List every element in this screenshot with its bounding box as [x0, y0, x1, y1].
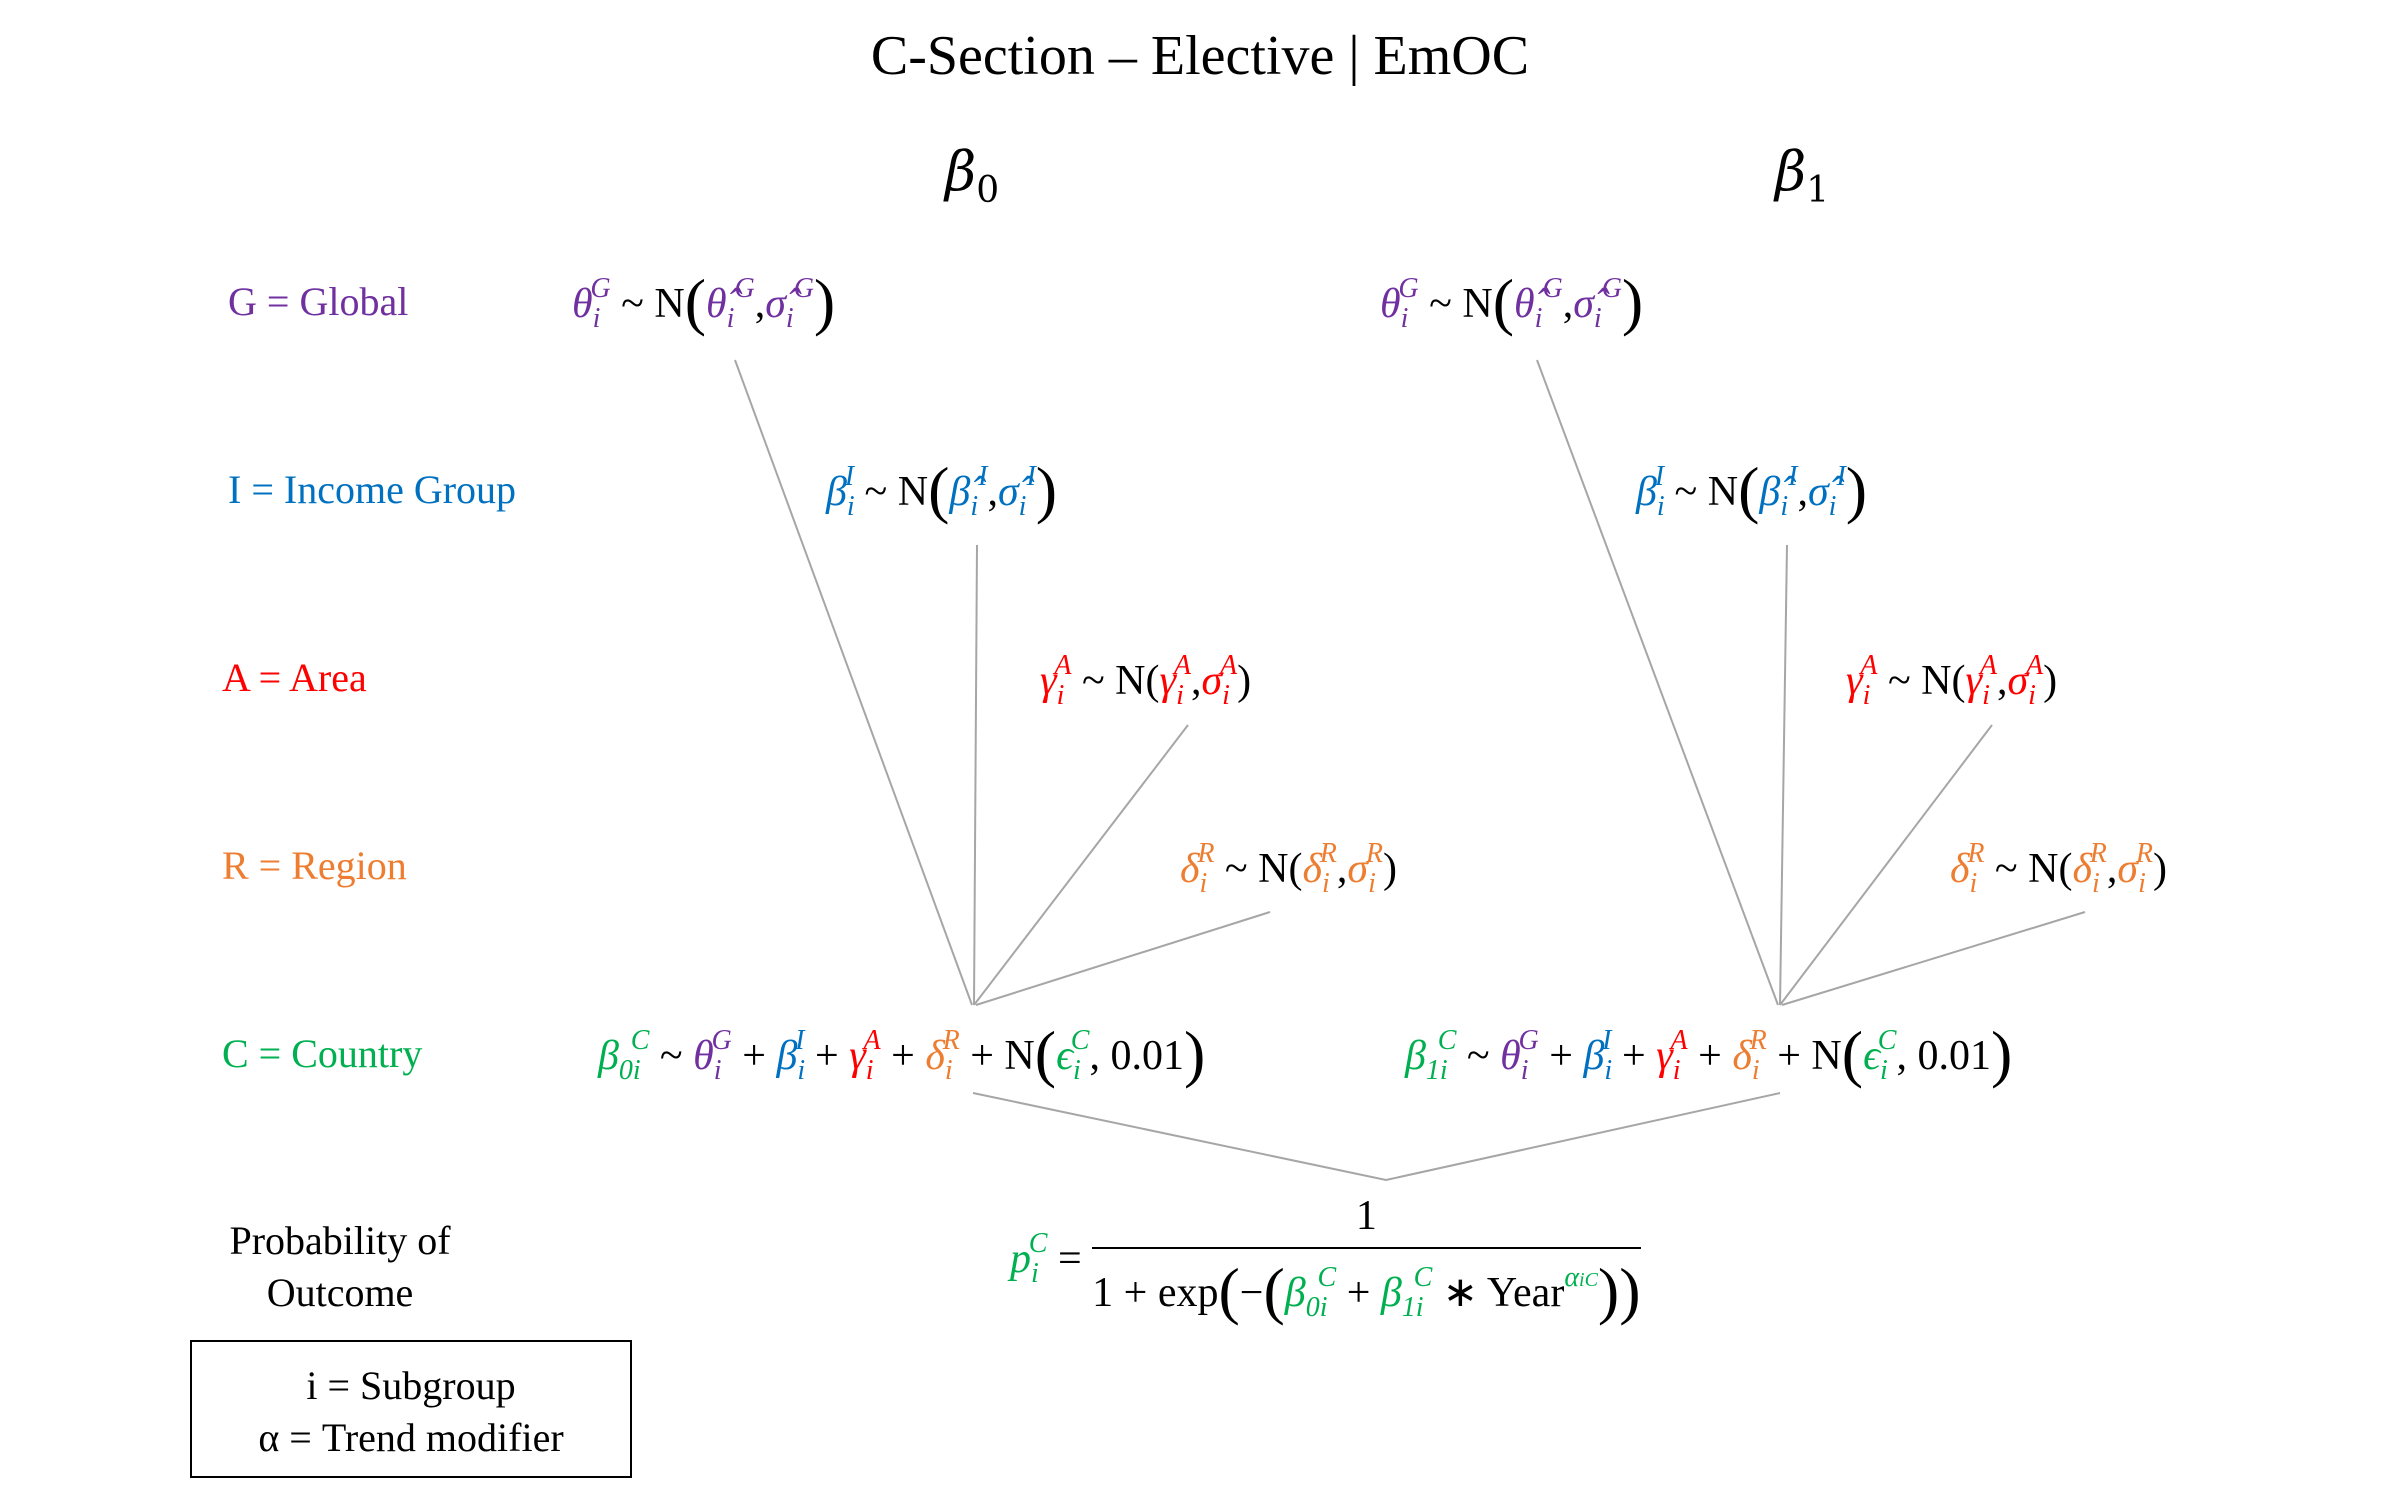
- legend-trend-modifier: α = Trend modifier: [258, 1415, 564, 1460]
- eq-b0-region: δiR ~ N(δiR,σiR): [1180, 838, 1397, 899]
- line-b0-area: [973, 724, 1189, 1006]
- line-countries-to-probability: [972, 1092, 1781, 1182]
- line-b1-area: [1779, 724, 1993, 1006]
- eq-b1-region: δiR ~ N(δiR,σiR): [1950, 838, 2167, 899]
- eq-b1-country: β1iC ~ θiG + βiI + γiA + δiR + N(ϵiC, 0.…: [1405, 1018, 2013, 1089]
- eq-b1-area: γiA ~ N(γiA,σiA): [1846, 650, 2058, 711]
- line-b0-global: [734, 359, 973, 1006]
- eq-b0-income: βiI ~ N(β̂iI,σ̂iI): [826, 454, 1058, 525]
- level-label-area: A = Area: [222, 655, 367, 700]
- probability-fraction: 1 1 + exp(−(β0iC + β1iC ∗ YearαiC)): [1092, 1193, 1641, 1326]
- eq-b0-country: β0iC ~ θiG + βiI + γiA + δiR + N(ϵiC, 0.…: [598, 1018, 1206, 1089]
- eq-b1-global: θiG ~ N(θ̂iG,σ̂iG): [1380, 266, 1644, 337]
- column-header-beta0: β0: [945, 140, 1000, 211]
- column-header-beta1: β1: [1775, 140, 1830, 211]
- eq-b0-area: γiA ~ N(γiA,σiA): [1040, 650, 1252, 711]
- legend-box: i = Subgroup α = Trend modifier: [190, 1340, 632, 1478]
- line-b1-region: [1781, 911, 2086, 1006]
- line-b0-region: [975, 911, 1271, 1006]
- diagram-title: C-Section – Elective | EmOC: [870, 25, 1530, 87]
- line-b1-income: [1779, 544, 1788, 1006]
- level-label-region: R = Region: [222, 843, 407, 888]
- line-b1-global: [1536, 359, 1779, 1006]
- legend-subgroup: i = Subgroup: [306, 1363, 516, 1408]
- probability-label: Probability of Outcome: [229, 1218, 451, 1315]
- eq-b0-global: θiG ~ N(θ̂iG,σ̂iG): [572, 266, 836, 337]
- eq-b1-income: βiI ~ N(β̂iI,σ̂iI): [1636, 454, 1868, 525]
- level-label-income: I = Income Group: [228, 467, 517, 512]
- level-label-country: C = Country: [222, 1031, 423, 1076]
- line-b0-income: [973, 544, 978, 1006]
- level-label-global: G = Global: [228, 279, 409, 324]
- eq-probability: piC = 1 1 + exp(−(β0iC + β1iC ∗ YearαiC)…: [1010, 1193, 1641, 1326]
